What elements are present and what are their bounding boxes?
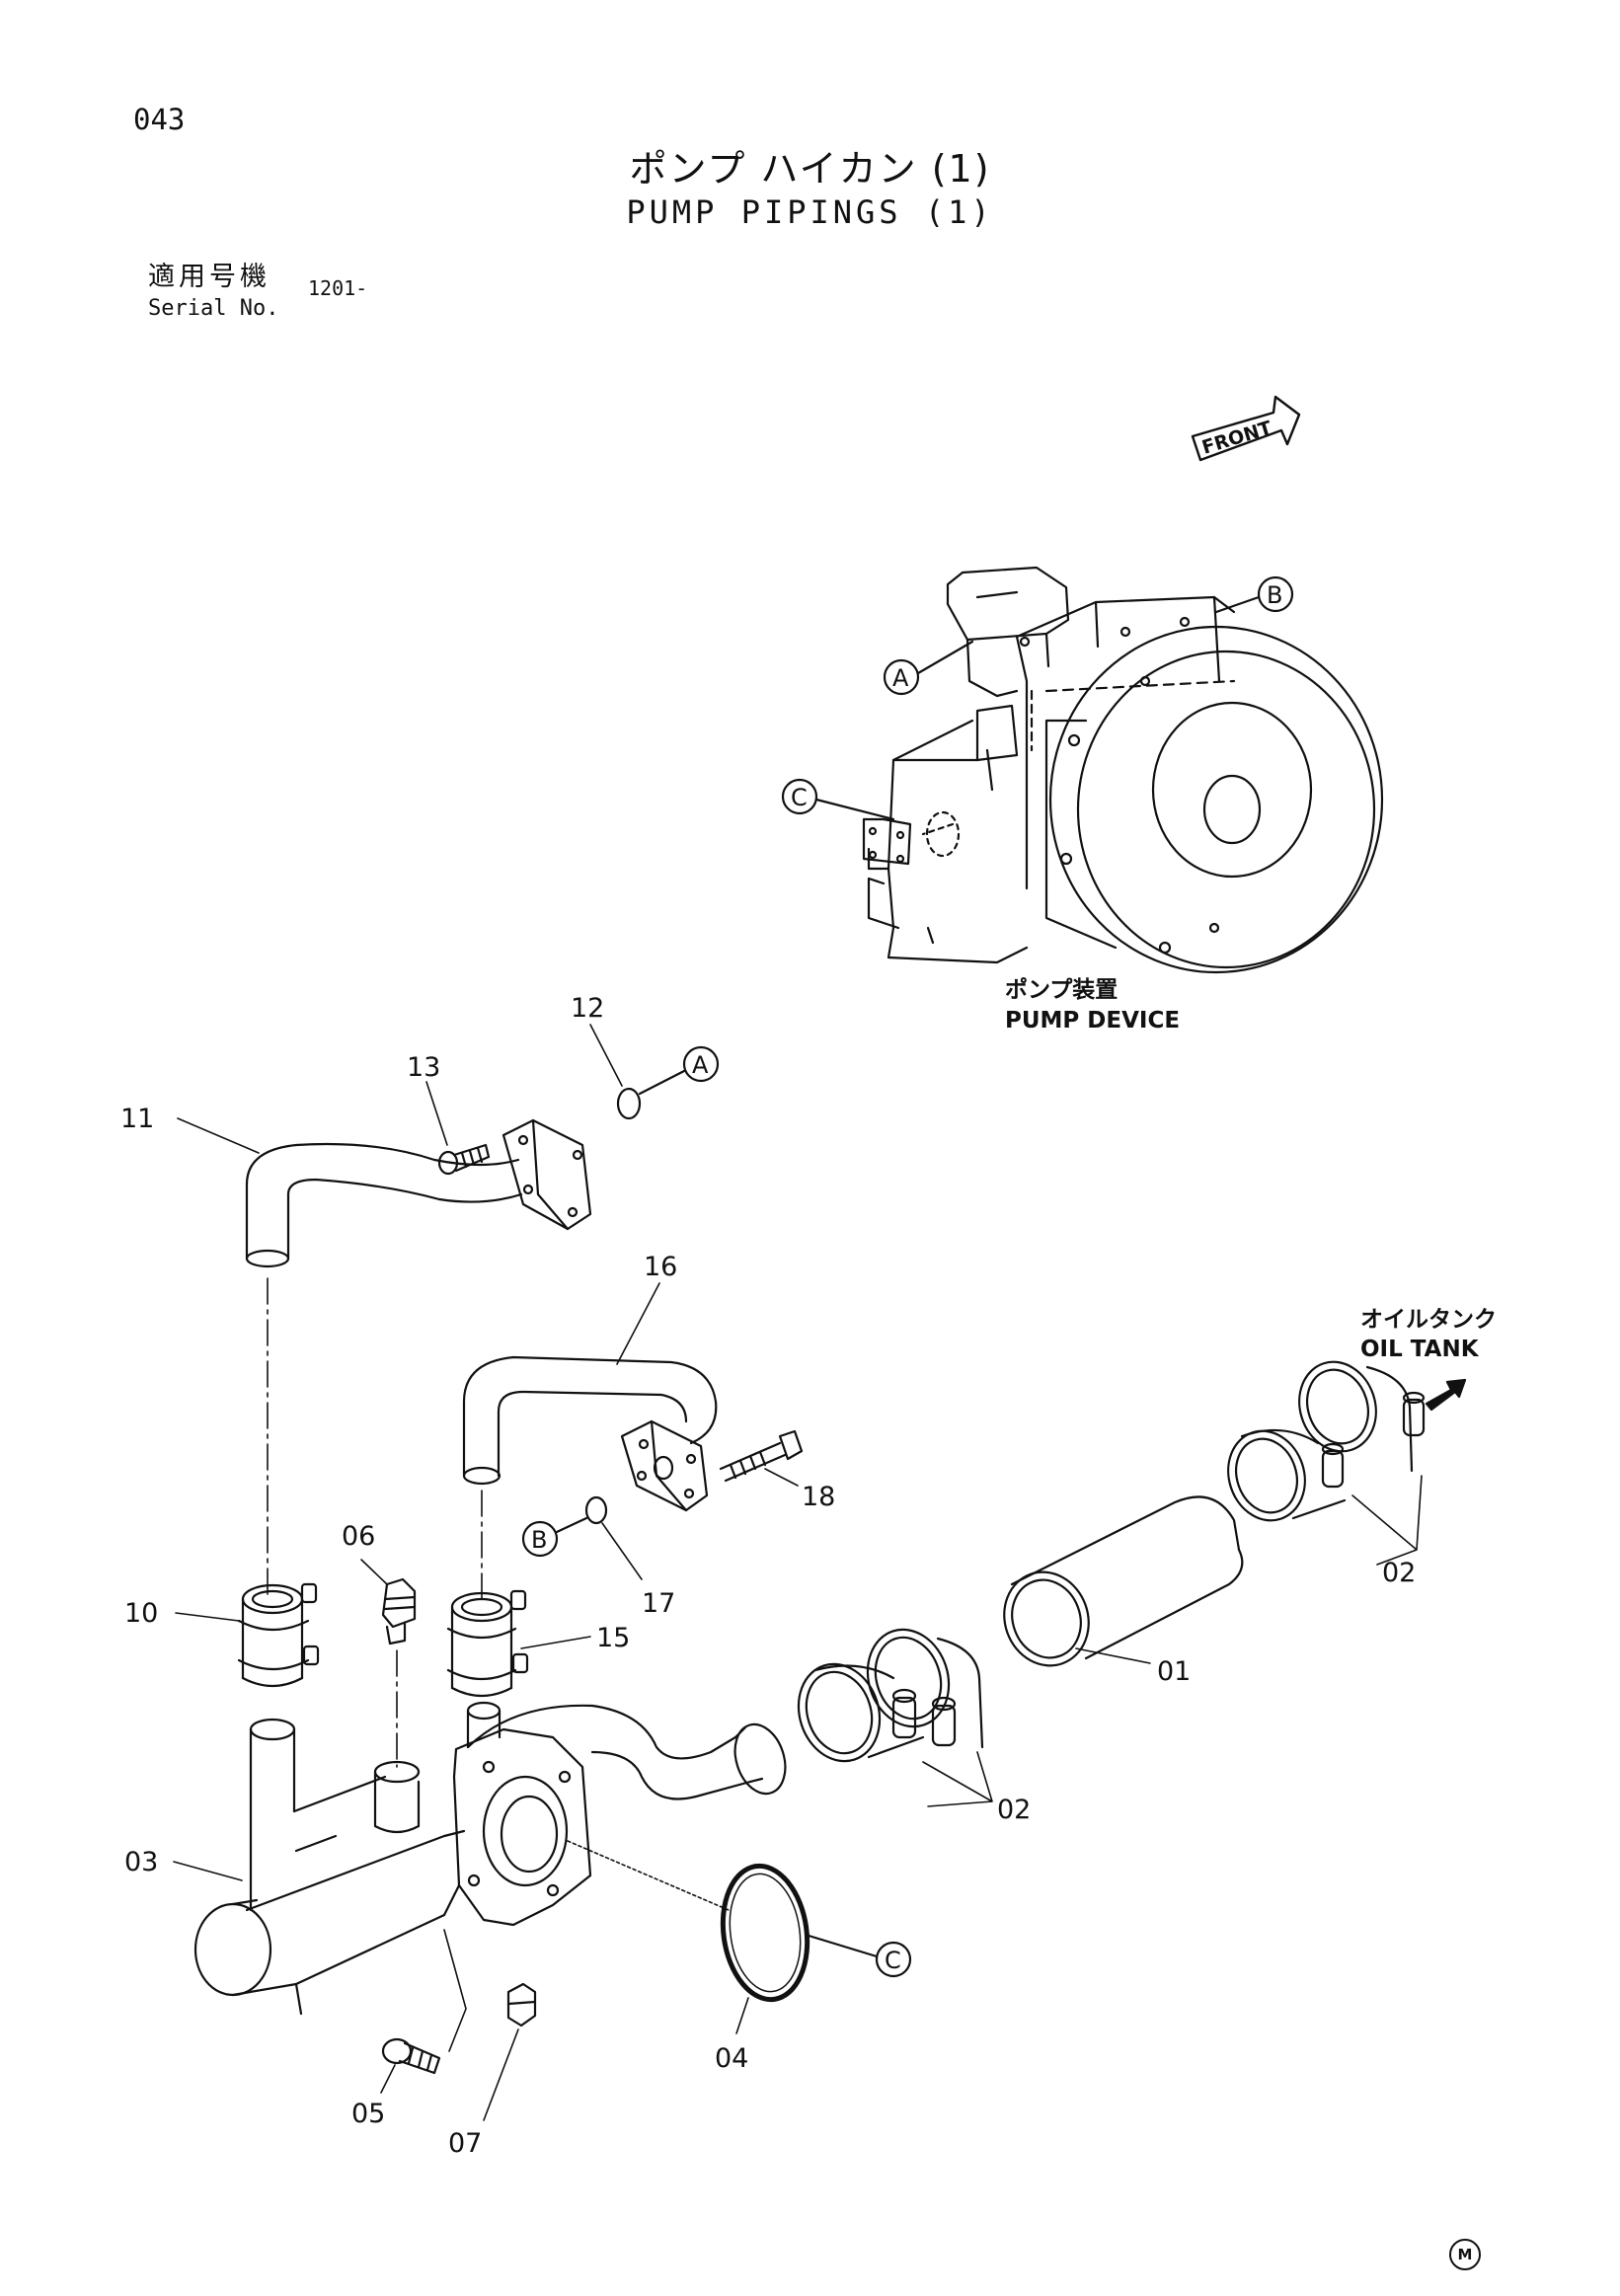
bolt-18-drawing bbox=[719, 1429, 804, 1483]
part-number-15: 15 bbox=[596, 1623, 630, 1653]
part-callout-12: 12 bbox=[571, 993, 623, 1087]
ref-marker-b-upper: B bbox=[1214, 575, 1294, 614]
clamps-02-upper-drawing bbox=[1227, 1360, 1426, 1522]
page-number: 043 bbox=[133, 103, 186, 136]
part-callout-03: 03 bbox=[124, 1847, 243, 1881]
leader-02-lower bbox=[922, 1751, 993, 1807]
part-callout-18: 18 bbox=[764, 1468, 835, 1512]
clamps-02-lower-drawing bbox=[797, 1628, 984, 1763]
hose-01-drawing bbox=[1003, 1495, 1244, 1667]
part-number-04: 04 bbox=[715, 2043, 748, 2074]
o-ring-17-drawing bbox=[584, 1495, 608, 1525]
assembly-line-flange-oring bbox=[567, 1840, 730, 1911]
part-callout-15: 15 bbox=[520, 1623, 630, 1653]
part-callout-02-lower: 02 bbox=[997, 1795, 1031, 1825]
part-callout-04: 04 bbox=[715, 1997, 749, 2074]
part-callout-13: 13 bbox=[407, 1052, 448, 1146]
ref-marker-b-lower: B bbox=[521, 1516, 588, 1558]
part-callout-02-upper: 02 bbox=[1382, 1558, 1416, 1588]
serial-label-english: Serial No. bbox=[148, 296, 279, 321]
bolt-05-drawing bbox=[381, 2037, 441, 2075]
hose-15-drawing bbox=[446, 1589, 529, 1698]
serial-number-value: 1201- bbox=[308, 276, 368, 300]
ref-marker-c-upper: C bbox=[781, 778, 895, 821]
part-number-17: 17 bbox=[642, 1588, 675, 1619]
page-title-english: PUMP PIPINGS (1) bbox=[626, 193, 994, 231]
o-ring-12-drawing bbox=[616, 1087, 642, 1120]
part-callout-01: 01 bbox=[1157, 1656, 1191, 1687]
part-number-01: 01 bbox=[1157, 1656, 1191, 1687]
part-callout-11: 11 bbox=[120, 1104, 260, 1154]
part-callout-16: 16 bbox=[616, 1252, 677, 1365]
ref-letter-a-lower: A bbox=[692, 1051, 709, 1079]
o-ring-04-drawing bbox=[720, 1863, 810, 2003]
footer-circled-mark: M bbox=[1449, 2239, 1481, 2270]
oil-tank-arrow-icon bbox=[1425, 1378, 1467, 1412]
ref-letter-b: B bbox=[1267, 581, 1282, 609]
part-number-06: 06 bbox=[342, 1521, 375, 1552]
leader-02-upper bbox=[1351, 1475, 1423, 1566]
pipe-body-03-drawing bbox=[193, 1701, 787, 2016]
ref-marker-c-lower: C bbox=[804, 1933, 912, 1978]
part-callout-05: 05 bbox=[351, 2064, 396, 2129]
part-number-10: 10 bbox=[124, 1598, 158, 1629]
part-number-13: 13 bbox=[407, 1052, 440, 1083]
front-arrow-icon: FRONT bbox=[1191, 395, 1301, 462]
part-number-07: 07 bbox=[448, 2128, 482, 2159]
ref-letter-c: C bbox=[791, 784, 808, 811]
part-number-02-upper: 02 bbox=[1382, 1558, 1416, 1588]
oil-tank-label-english: OIL TANK bbox=[1360, 1337, 1480, 1362]
pump-device-label-japanese: ポンプ装置 bbox=[1005, 976, 1118, 1003]
pump-device-label-english: PUMP DEVICE bbox=[1005, 1008, 1180, 1033]
pump-device-drawing bbox=[862, 566, 1384, 974]
page-title-japanese: ポンプ ハイカン (1) bbox=[629, 147, 991, 191]
ref-letter-a: A bbox=[892, 664, 909, 692]
pipe-11-drawing bbox=[245, 1118, 592, 1268]
hose-10-drawing bbox=[237, 1582, 320, 1688]
part-number-18: 18 bbox=[802, 1482, 835, 1512]
part-number-03: 03 bbox=[124, 1847, 158, 1877]
part-callout-07: 07 bbox=[448, 2028, 519, 2159]
part-number-11: 11 bbox=[120, 1104, 154, 1134]
oil-tank-label-japanese: オイルタンク bbox=[1360, 1307, 1497, 1333]
pipe-16-drawing bbox=[462, 1355, 718, 1512]
part-callout-10: 10 bbox=[124, 1598, 240, 1629]
part-number-05: 05 bbox=[351, 2099, 385, 2129]
ref-marker-a-upper: A bbox=[883, 640, 974, 696]
part-number-16: 16 bbox=[644, 1252, 677, 1282]
ref-letter-b-lower: B bbox=[531, 1526, 547, 1554]
ref-marker-a-lower: A bbox=[638, 1045, 720, 1096]
leader-05-body bbox=[443, 1929, 467, 2052]
part-number-12: 12 bbox=[571, 993, 604, 1024]
plug-07-drawing bbox=[506, 1982, 537, 2028]
bolt-13-drawing bbox=[437, 1143, 491, 1176]
serial-label-japanese: 適用号機 bbox=[148, 262, 270, 292]
fitting-06-drawing bbox=[381, 1577, 417, 1645]
ref-letter-c-lower: C bbox=[885, 1947, 901, 1974]
part-callout-06: 06 bbox=[342, 1521, 388, 1585]
part-number-02-lower: 02 bbox=[997, 1795, 1031, 1825]
part-callout-17: 17 bbox=[601, 1522, 675, 1619]
